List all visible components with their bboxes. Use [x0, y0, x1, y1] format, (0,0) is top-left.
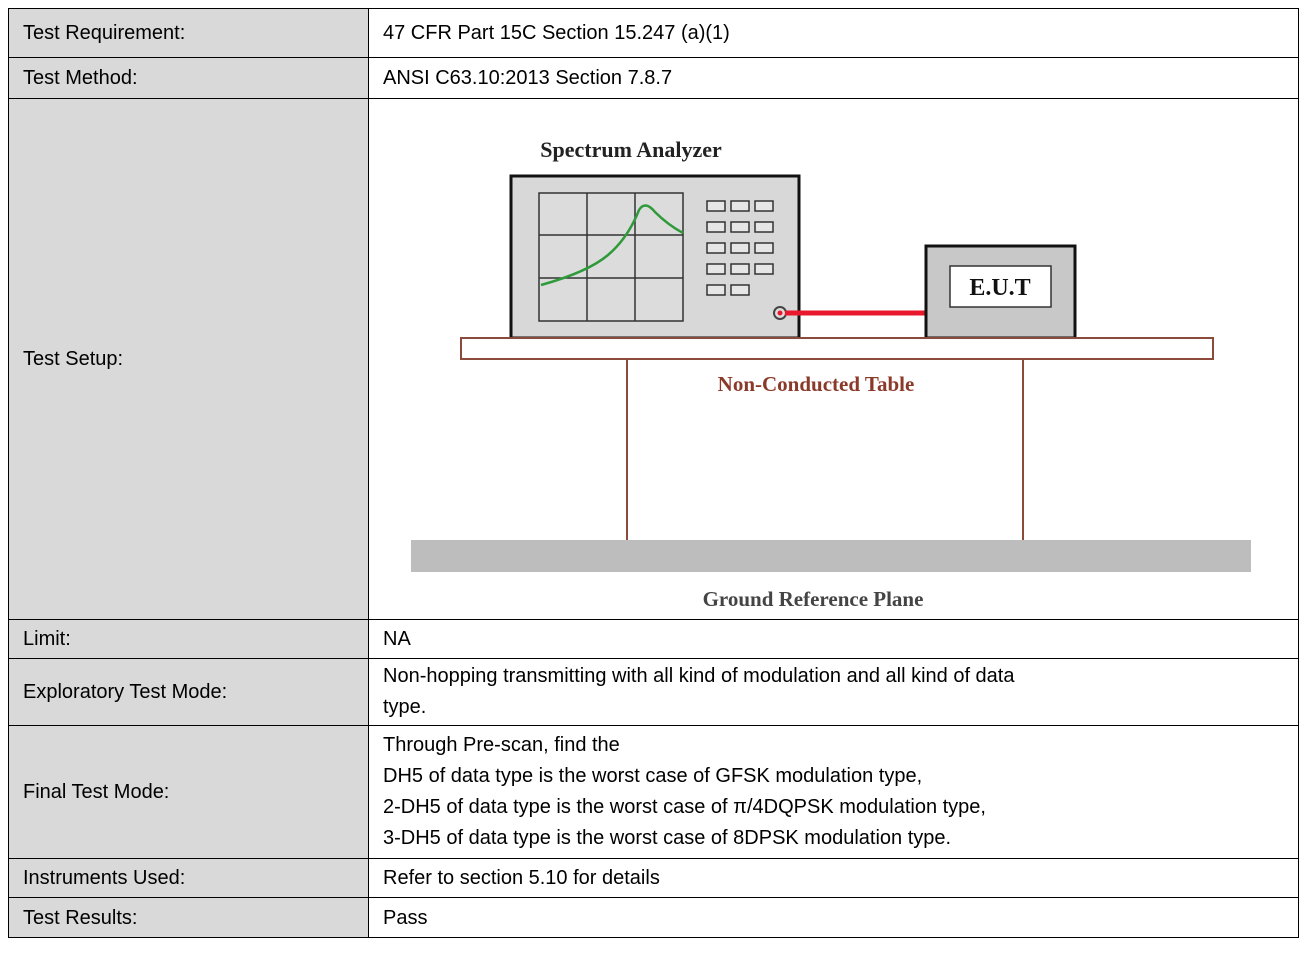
exploratory-line: type.: [383, 696, 427, 718]
exploratory-test-mode-label: Exploratory Test Mode:: [8, 658, 369, 726]
test-requirement-label: Test Requirement:: [8, 8, 369, 58]
row-limit: Limit: NA: [8, 619, 1299, 659]
non-conducted-table-label: Non-Conducted Table: [718, 372, 915, 396]
non-conducted-table: [460, 336, 1214, 540]
instruments-used-value: Refer to section 5.10 for details: [368, 858, 1299, 898]
table-top: [460, 336, 1214, 360]
exploratory-test-mode-value: Non-hopping transmitting with all kind o…: [368, 658, 1299, 726]
test-requirement-value: 47 CFR Part 15C Section 15.247 (a)(1): [368, 8, 1299, 58]
row-test-results: Test Results: Pass: [8, 897, 1299, 938]
spectrum-analyzer-title: Spectrum Analyzer: [540, 137, 722, 162]
row-final-test-mode: Final Test Mode: Through Pre-scan, find …: [8, 725, 1299, 859]
test-method-value: ANSI C63.10:2013 Section 7.8.7: [368, 57, 1299, 99]
eut-label-box: [949, 264, 1052, 308]
row-test-requirement: Test Requirement: 47 CFR Part 15C Sectio…: [8, 8, 1299, 58]
ground-reference-plane-label: Ground Reference Plane: [703, 587, 924, 611]
ground-reference-plane: [411, 539, 1251, 572]
test-results-label: Test Results:: [8, 897, 369, 938]
final-mode-line: 2-DH5 of data type is the worst case of …: [383, 796, 986, 818]
final-mode-line: DH5 of data type is the worst case of GF…: [383, 765, 923, 787]
analyzer-buttons: [706, 199, 774, 296]
test-report-table: Test Requirement: 47 CFR Part 15C Sectio…: [8, 8, 1299, 938]
final-test-mode-label: Final Test Mode:: [8, 725, 369, 859]
analyzer-screen: [538, 191, 684, 322]
spectrum-trace: [540, 203, 684, 286]
row-exploratory-test-mode: Exploratory Test Mode: Non-hopping trans…: [8, 658, 1299, 726]
row-test-setup: Test Setup: Spectrum Analyzer: [8, 98, 1299, 620]
instruments-used-label: Instruments Used:: [8, 858, 369, 898]
final-mode-line: Through Pre-scan, find the: [383, 734, 620, 756]
limit-label: Limit:: [8, 619, 369, 659]
eut-label: E.U.T: [969, 275, 1030, 301]
final-mode-line: 3-DH5 of data type is the worst case of …: [383, 827, 952, 849]
exploratory-line: Non-hopping transmitting with all kind o…: [383, 665, 1015, 687]
test-setup-label: Test Setup:: [8, 98, 369, 620]
test-setup-diagram: Spectrum Analyzer: [411, 137, 1251, 611]
test-method-label: Test Method:: [8, 57, 369, 99]
eut: E.U.T: [924, 244, 1077, 339]
spectrum-analyzer: [509, 174, 801, 339]
test-setup-diagram-cell: Spectrum Analyzer: [368, 98, 1299, 620]
limit-value: NA: [368, 619, 1299, 659]
final-test-mode-value: Through Pre-scan, find the DH5 of data t…: [368, 725, 1299, 859]
row-instruments-used: Instruments Used: Refer to section 5.10 …: [8, 858, 1299, 898]
row-test-method: Test Method: ANSI C63.10:2013 Section 7.…: [8, 57, 1299, 99]
test-results-value: Pass: [368, 897, 1299, 938]
